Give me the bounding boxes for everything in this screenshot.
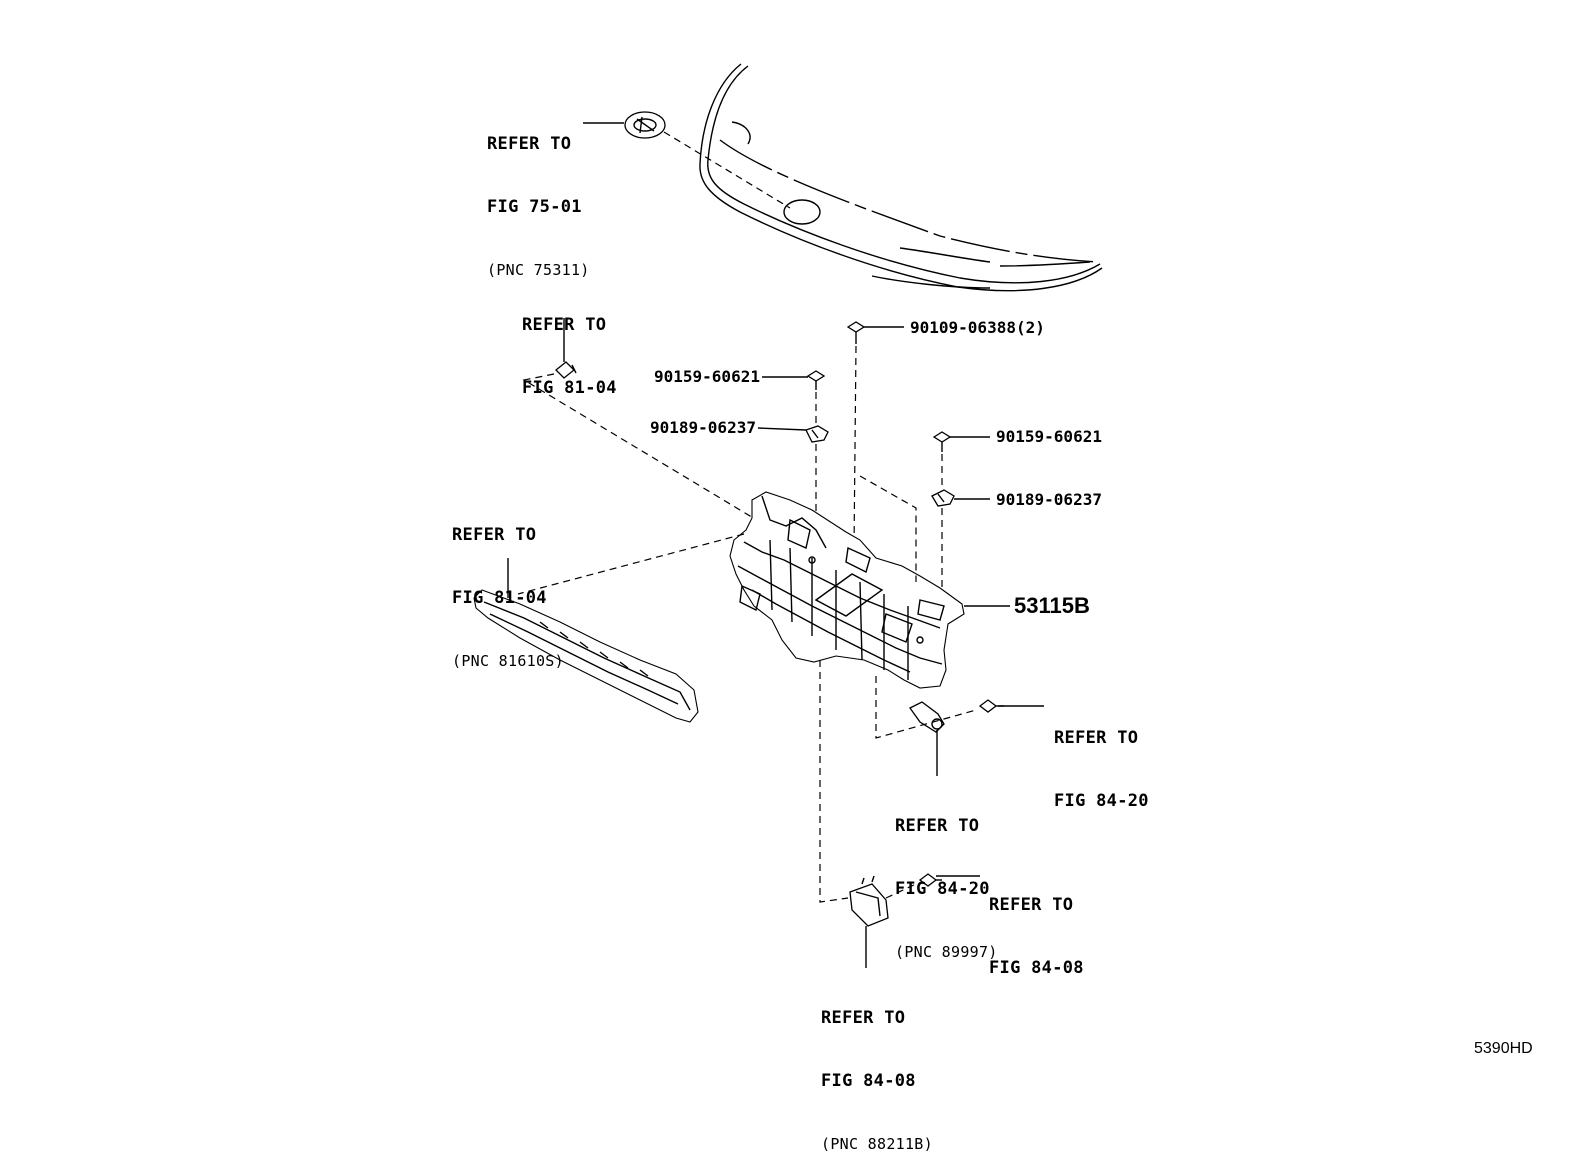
callout-moulding-line1: REFER TO <box>452 525 537 545</box>
nut-left-leader <box>757 427 807 431</box>
callout-module-pnc: (PNC 88211B) <box>821 1135 933 1153</box>
callout-module-line2: FIG 84-08 <box>821 1071 916 1091</box>
module-dashed-guide <box>819 660 849 903</box>
part-number-bolt-right: 90159-60621 <box>996 427 1102 446</box>
callout-clip-top-line2: FIG 81-04 <box>522 378 617 398</box>
part-number-bolt-left: 90159-60621 <box>654 367 760 386</box>
part-number-screw-top: 90109-06388(2) <box>910 318 1045 337</box>
screw-top-part <box>846 321 866 344</box>
emblem-part <box>624 111 666 139</box>
callout-clip-top-line1: REFER TO <box>522 315 607 335</box>
callout-bolt-right-line1: REFER TO <box>1054 728 1139 748</box>
bracket-dashed-guide <box>859 475 917 582</box>
callout-sensor: REFER TO FIG 84-20 (PNC 89997) <box>895 774 998 984</box>
part-number-nut-left: 90189-06237 <box>650 418 756 437</box>
callout-bolt-lower-line1: REFER TO <box>989 895 1074 915</box>
callout-moulding-pnc: (PNC 81610S) <box>452 652 564 670</box>
callout-clip-top: REFER TO FIG 81-04 <box>522 273 617 420</box>
hood-outline <box>699 63 1103 292</box>
callout-emblem-line2: FIG 75-01 <box>487 197 582 217</box>
callout-sensor-line2: FIG 84-20 <box>895 879 990 899</box>
bolt-right-part <box>932 431 952 452</box>
callout-module: REFER TO FIG 84-08 (PNC 88211B) <box>821 966 933 1176</box>
callout-bolt-lower-line2: FIG 84-08 <box>989 958 1084 978</box>
clip-dashed-guide <box>522 373 761 523</box>
module-bolt-dashed <box>885 883 917 899</box>
clip-part <box>555 361 577 379</box>
main-part-number: 53115B <box>1014 593 1090 618</box>
lower-moulding-part <box>473 589 699 723</box>
screw-top-dashed <box>853 345 857 549</box>
callout-bolt-right: REFER TO FIG 84-20 <box>1054 686 1149 833</box>
parts-diagram: REFER TO FIG 75-01 (PNC 75311) REFER TO … <box>452 63 1533 1153</box>
callout-emblem-line1: REFER TO <box>487 134 572 154</box>
callout-emblem: REFER TO FIG 75-01 (PNC 75311) <box>487 92 590 302</box>
sensor-dashed-guide <box>875 676 977 739</box>
callout-moulding: REFER TO FIG 81-04 (PNC 81610S) <box>452 483 564 693</box>
module-part <box>849 875 889 927</box>
nut-right-part <box>931 489 955 507</box>
diagram-drawing <box>473 63 1103 968</box>
bracket-53115B <box>729 491 965 689</box>
emblem-dashed-guide <box>663 131 791 209</box>
diagram-code: 5390HD <box>1474 1040 1533 1057</box>
part-number-nut-right: 90189-06237 <box>996 490 1102 509</box>
bolt-left-part <box>806 370 826 390</box>
module-bolt-part <box>918 873 942 887</box>
sensor-part <box>909 701 945 733</box>
callout-sensor-pnc: (PNC 89997) <box>895 943 998 961</box>
callout-moulding-line2: FIG 81-04 <box>452 588 547 608</box>
callout-module-line1: REFER TO <box>821 1008 906 1028</box>
nut-left-part <box>805 425 829 443</box>
callout-sensor-line1: REFER TO <box>895 816 980 836</box>
moulding-dashed-guide <box>517 533 745 595</box>
callout-bolt-right-line2: FIG 84-20 <box>1054 791 1149 811</box>
callout-emblem-pnc: (PNC 75311) <box>487 261 590 279</box>
callout-bolt-lower: REFER TO FIG 84-08 <box>989 853 1084 1000</box>
